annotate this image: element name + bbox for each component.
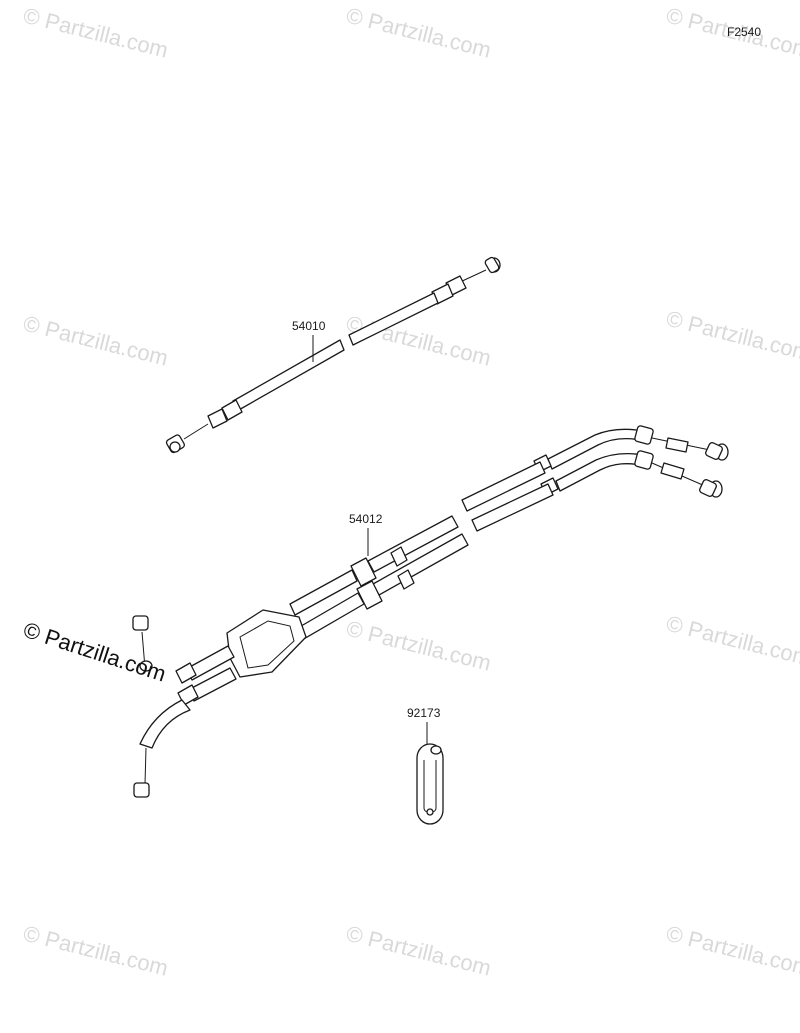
callout-54012: 54012 — [349, 512, 383, 526]
figure-code: F2540 — [727, 25, 761, 39]
cable-54010 — [165, 256, 501, 454]
watermark: © Partzilla.com — [21, 3, 171, 63]
watermark: © Partzilla.com — [344, 311, 494, 371]
watermark: © Partzilla.com — [344, 921, 494, 981]
cable-54012 — [132, 425, 729, 798]
watermark: © Partzilla.com — [344, 3, 494, 63]
watermark: © Partzilla.com — [344, 616, 494, 676]
callout-54010: 54010 — [292, 319, 326, 333]
watermark: © Partzilla.com — [664, 306, 800, 366]
watermark: © Partzilla.com — [664, 921, 800, 981]
watermark-grid: © Partzilla.com © Partzilla.com © Partzi… — [21, 3, 800, 981]
watermark: © Partzilla.com — [21, 311, 171, 371]
clamp-92173 — [416, 722, 444, 825]
watermark: © Partzilla.com — [664, 611, 800, 671]
watermark: © Partzilla.com — [21, 921, 171, 981]
callout-92173: 92173 — [407, 706, 441, 720]
